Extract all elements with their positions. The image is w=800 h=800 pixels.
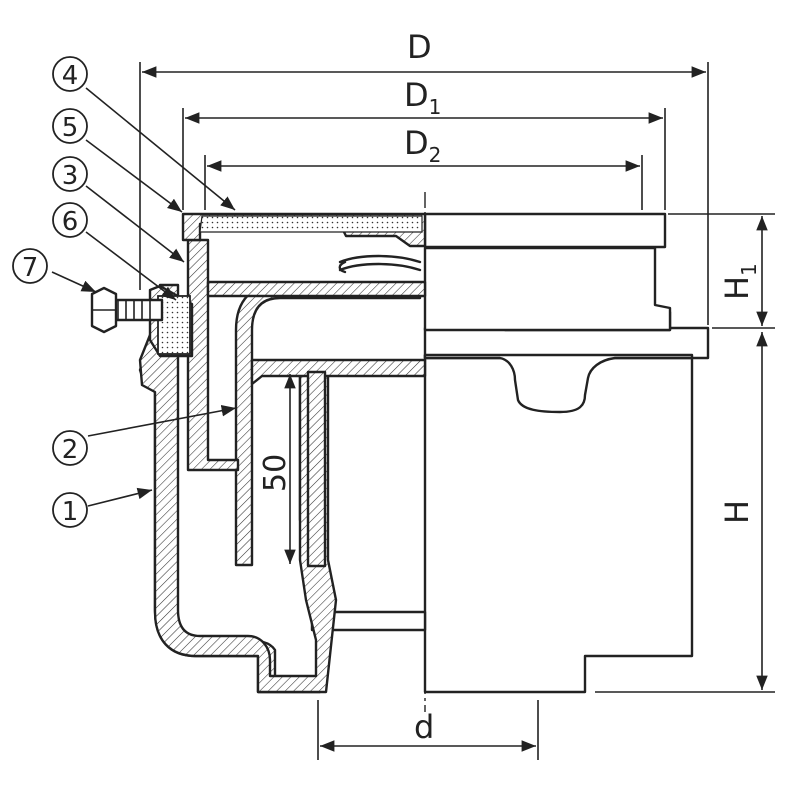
callout-5-circle xyxy=(52,108,88,144)
part-callouts xyxy=(51,87,237,507)
callout-2-circle xyxy=(52,430,88,466)
dimension-lines xyxy=(139,62,775,760)
body-rim-flange xyxy=(423,326,710,360)
label-50: 50 xyxy=(258,454,293,492)
callout-4-circle xyxy=(52,56,88,92)
trap-bell-flange xyxy=(250,358,427,386)
callout-2: 2 xyxy=(62,435,79,465)
callout-6: 6 xyxy=(62,207,79,237)
anchor-bolt xyxy=(108,298,164,322)
grate-cover-dotted-core xyxy=(199,215,423,233)
callout-1-circle xyxy=(52,492,88,528)
label-H: H xyxy=(718,500,756,524)
drain-pipe-inner-section xyxy=(306,370,327,568)
sectioned-half-view xyxy=(90,212,427,694)
callout-7: 7 xyxy=(22,253,39,283)
label-H1: H1 xyxy=(718,263,761,300)
grate-frame-exterior xyxy=(423,246,672,332)
label-d: d xyxy=(414,708,434,746)
callout-3: 3 xyxy=(62,161,79,191)
grate-cover-plate-exterior xyxy=(423,212,667,249)
label-D2: D2 xyxy=(404,124,441,167)
latch-spring xyxy=(338,254,422,274)
clamp-bracket-lug xyxy=(423,353,694,414)
waterproof-layer xyxy=(157,295,191,355)
callout-3-circle xyxy=(52,156,88,192)
callout-6-circle xyxy=(52,202,88,238)
callout-4: 4 xyxy=(62,61,79,91)
callout-5: 5 xyxy=(62,113,79,143)
callout-7-circle xyxy=(12,248,48,284)
frame-ring-section xyxy=(206,280,427,298)
label-D1: D1 xyxy=(404,76,441,119)
grate-frame-section xyxy=(186,238,240,472)
callout-1: 1 xyxy=(62,497,79,527)
label-D: D xyxy=(407,28,432,66)
